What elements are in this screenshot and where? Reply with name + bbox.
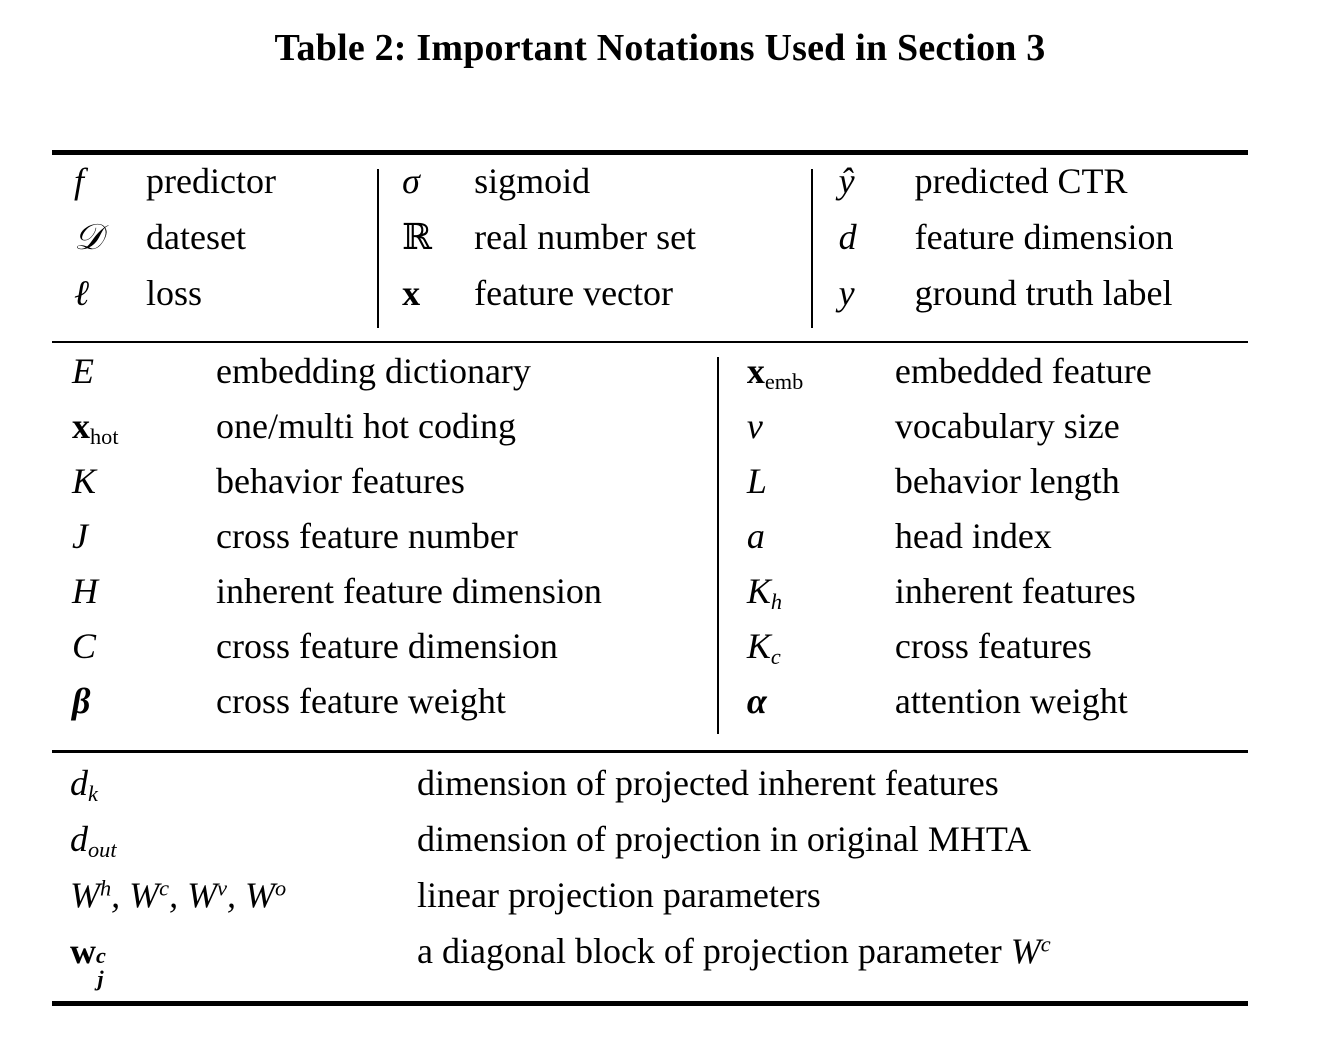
- table-row: ŷ predicted CTR: [839, 163, 1248, 219]
- table-caption: Table 2: Important Notations Used in Sec…: [274, 27, 1046, 69]
- description: feature vector: [474, 273, 674, 313]
- block2-column-1: E embedding dictionary xhot one/multi ho…: [52, 353, 717, 738]
- table-row: β cross feature weight: [72, 683, 717, 738]
- table-row: xhot one/multi hot coding: [72, 408, 717, 463]
- table-top-rule: [52, 150, 1248, 155]
- description: real number set: [474, 217, 697, 257]
- table-row: E embedding dictionary: [72, 353, 717, 408]
- description: vocabulary size: [894, 406, 1120, 446]
- symbol-f: f: [74, 161, 85, 201]
- table-bottom-rule: [52, 1001, 1248, 1006]
- symbol-d-k: dk: [70, 763, 98, 807]
- table-rule-1: [52, 341, 1248, 343]
- description: loss: [146, 273, 203, 313]
- table-row: xemb embedded feature: [747, 353, 1248, 408]
- symbol-d-out: dout: [70, 819, 117, 863]
- table-block-model: E embedding dictionary xhot one/multi ho…: [52, 343, 1248, 750]
- symbol-bold-x: x: [402, 273, 421, 313]
- table-row: ℝ real number set: [402, 219, 810, 275]
- symbol-l: L: [746, 461, 767, 501]
- table-row: dout dimension of projection in original…: [52, 821, 1248, 877]
- symbol-beta: β: [72, 681, 91, 721]
- description: attention weight: [894, 681, 1128, 721]
- description: predicted CTR: [914, 161, 1128, 201]
- symbol-k-c: Kc: [746, 626, 781, 670]
- table-row: L behavior length: [747, 463, 1248, 518]
- description: cross features: [894, 626, 1092, 666]
- symbol-x-hot: xhot: [72, 406, 119, 450]
- symbol-alpha: α: [746, 681, 767, 721]
- table-row: Kc cross features: [747, 628, 1248, 683]
- description: feature dimension: [914, 217, 1174, 257]
- description: a diagonal block of projection parameter…: [417, 931, 1051, 971]
- description: sigmoid: [474, 161, 591, 201]
- symbol-v: v: [746, 406, 763, 446]
- symbol-y: y: [838, 273, 855, 313]
- description: embedded feature: [894, 351, 1152, 391]
- table-row: α attention weight: [747, 683, 1248, 738]
- symbol-dataset-script-d: 𝒟: [74, 217, 103, 258]
- table-row: f predictor: [74, 163, 377, 219]
- symbol-y-hat: ŷ: [838, 161, 855, 201]
- table-row: Wh, Wc, Wv, Wo linear projection paramet…: [52, 877, 1248, 933]
- table-block-projection: dk dimension of projected inherent featu…: [52, 753, 1248, 1001]
- table-row: C cross feature dimension: [72, 628, 717, 683]
- symbol-h: H: [72, 571, 98, 611]
- description: cross feature number: [216, 516, 518, 556]
- table-row: H inherent feature dimension: [72, 573, 717, 628]
- block1-column-2: σ sigmoid ℝ real number set x feature ve…: [377, 163, 810, 331]
- symbol-w-projections: Wh, Wc, Wv, Wo: [70, 875, 287, 915]
- symbol-e: E: [72, 351, 94, 391]
- block2-column-2: xemb embedded feature v vocabulary size …: [716, 353, 1248, 738]
- symbol-script-ell: ℓ: [74, 273, 89, 313]
- symbol-x-emb: xemb: [746, 351, 804, 395]
- symbol-a: a: [746, 516, 765, 556]
- symbol-sigma: σ: [402, 161, 420, 201]
- symbol-k: K: [72, 461, 97, 501]
- table-row: ℓ loss: [74, 275, 377, 331]
- description: dimension of projection in original MHTA: [417, 819, 1032, 859]
- symbol-d: d: [838, 217, 857, 257]
- description: head index: [894, 516, 1052, 556]
- description: predictor: [146, 161, 276, 201]
- description: dimension of projected inherent features: [417, 763, 999, 803]
- table-row: dk dimension of projected inherent featu…: [52, 765, 1248, 821]
- description: dateset: [146, 217, 246, 257]
- description: ground truth label: [914, 273, 1173, 313]
- table-row: x feature vector: [402, 275, 810, 331]
- table-row: d feature dimension: [839, 219, 1248, 275]
- description: inherent feature dimension: [216, 571, 602, 611]
- description: linear projection parameters: [417, 875, 821, 915]
- table-block-basic: f predictor 𝒟 dateset ℓ loss σ sigmoid: [52, 155, 1248, 341]
- table-row: J cross feature number: [72, 518, 717, 573]
- symbol-j: J: [72, 516, 88, 556]
- table-row: K behavior features: [72, 463, 717, 518]
- block1-column-3: ŷ predicted CTR d feature dimension y gr…: [810, 163, 1248, 331]
- table-row: σ sigmoid: [402, 163, 810, 219]
- description: cross feature dimension: [216, 626, 558, 666]
- description: cross feature weight: [216, 681, 506, 721]
- description: embedding dictionary: [216, 351, 531, 391]
- table-row: Kh inherent features: [747, 573, 1248, 628]
- table-row: v vocabulary size: [747, 408, 1248, 463]
- table-row: a head index: [747, 518, 1248, 573]
- description: inherent features: [894, 571, 1136, 611]
- symbol-k-h: Kh: [746, 571, 783, 615]
- table-rule-2: [52, 750, 1248, 753]
- description: one/multi hot coding: [216, 406, 516, 446]
- table-row: y ground truth label: [839, 275, 1248, 331]
- notations-table: f predictor 𝒟 dateset ℓ loss σ sigmoid: [52, 150, 1248, 1006]
- description: behavior features: [216, 461, 465, 501]
- symbol-blackboard-r: ℝ: [402, 217, 433, 257]
- table-row: 𝒟 dateset: [74, 219, 377, 275]
- block1-column-1: f predictor 𝒟 dateset ℓ loss: [52, 163, 377, 331]
- symbol-c: C: [72, 626, 97, 666]
- description: behavior length: [894, 461, 1120, 501]
